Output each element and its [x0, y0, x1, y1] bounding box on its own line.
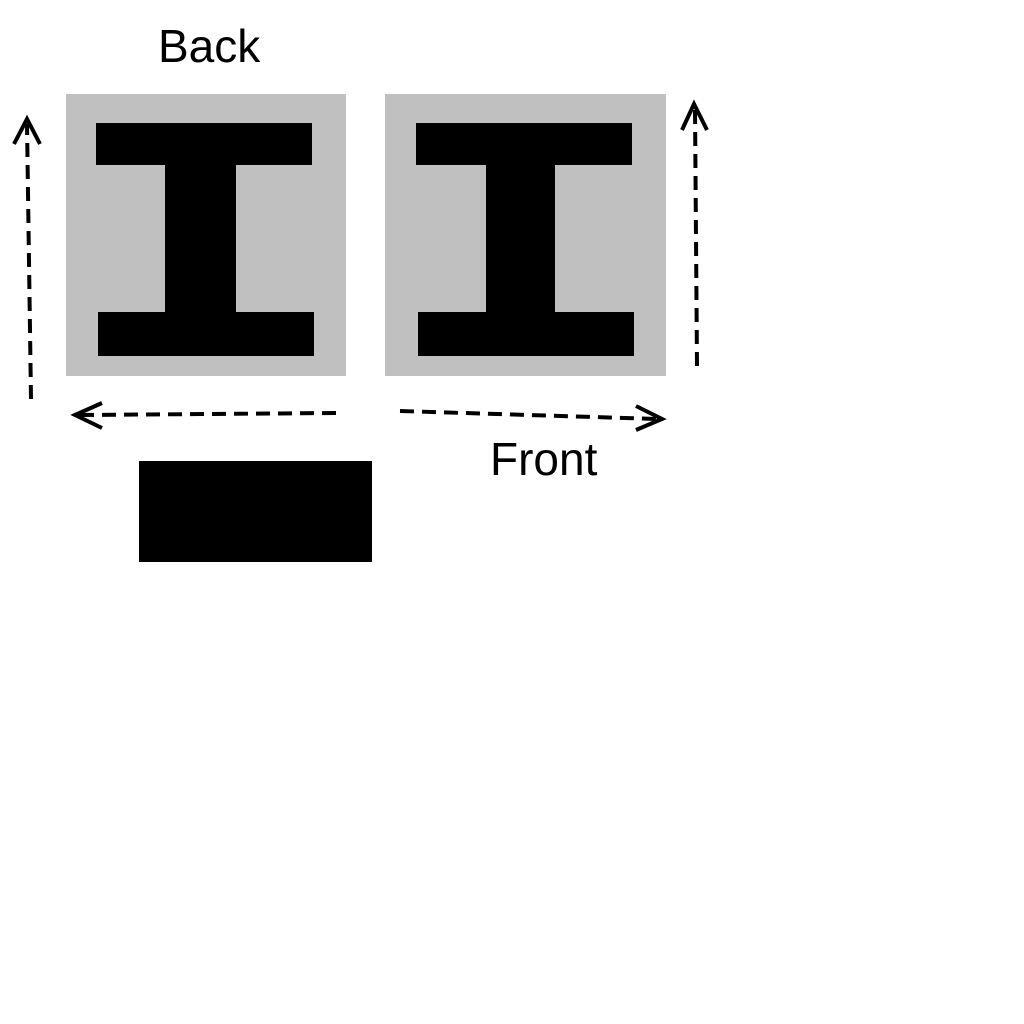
right-vertical-up-arrow — [680, 99, 709, 367]
right-vertical-arrow-head — [680, 99, 709, 131]
back-i-beam-top-flange — [96, 123, 312, 165]
front-horizontal-right-arrow — [399, 404, 667, 432]
front-horizontal-arrow-head — [635, 404, 667, 432]
back-horizontal-arrow-head — [70, 401, 103, 430]
black-block — [139, 461, 372, 562]
left-vertical-arrow-shaft — [25, 123, 33, 400]
right-vertical-arrow-shaft — [693, 108, 699, 367]
front-i-beam-top-flange — [416, 123, 632, 165]
front-i-beam-web — [486, 165, 555, 312]
front-i-beam-bottom-flange — [418, 312, 634, 356]
front-label: Front — [490, 433, 598, 485]
front-i-beam-shape — [416, 123, 634, 356]
left-vertical-arrow-head — [12, 114, 42, 145]
front-panel — [385, 94, 666, 376]
back-label: Back — [158, 20, 261, 72]
back-panel — [66, 94, 346, 376]
back-i-beam-bottom-flange — [98, 312, 314, 356]
back-i-beam-shape — [96, 123, 314, 356]
back-i-beam-web — [165, 165, 236, 312]
left-vertical-up-arrow — [12, 114, 42, 400]
front-horizontal-arrow-shaft — [399, 409, 657, 421]
back-horizontal-left-arrow — [70, 401, 337, 430]
back-horizontal-arrow-shaft — [79, 411, 337, 417]
